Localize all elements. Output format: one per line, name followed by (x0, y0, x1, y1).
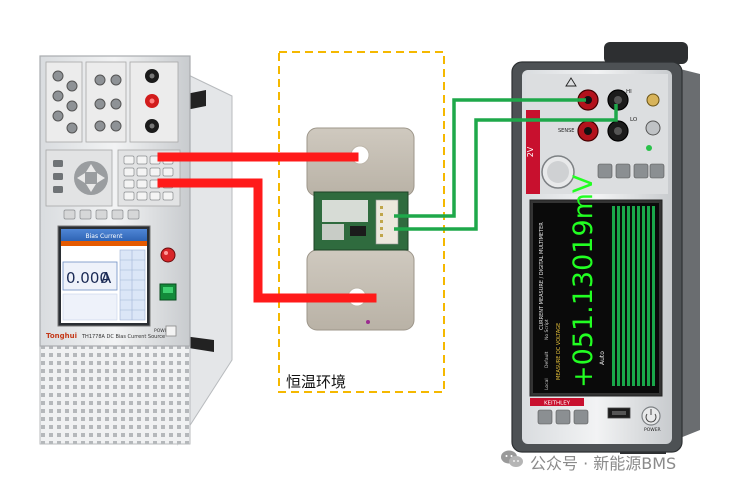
terminal-sense-lo-icon[interactable] (607, 120, 629, 142)
sampling-pcb (313, 191, 409, 251)
terminal-sense-hi-icon[interactable] (577, 120, 599, 142)
navigation-pad-icon[interactable] (53, 160, 108, 195)
range-label: 2V (526, 146, 535, 157)
screen-title: CURRENT MEASURE / DIGITAL MULTIMETER (539, 222, 545, 330)
terminal-hi-label: HI (626, 89, 632, 95)
watermark: 公众号 · 新能源BMS (530, 454, 677, 473)
sense-wires (394, 98, 618, 231)
measure-caption: MEASURE DC VOLTAGE (556, 323, 562, 380)
bnc-connector-icon[interactable] (52, 70, 78, 134)
chamber-label: 恒温环境 (286, 373, 347, 391)
thermostatic-chamber (278, 51, 445, 393)
bar-graph (612, 206, 655, 386)
shunt-resistor (306, 127, 415, 331)
screen-side-default: Default (544, 351, 550, 368)
function-keys[interactable] (597, 163, 665, 179)
dmm-power-label: POWER (644, 427, 661, 433)
dc-current-source: Bias Current 0.000 A Tonghui TH1778A DC … (39, 55, 233, 446)
brand-label: Tonghui (46, 332, 77, 340)
power-label: POWER (154, 328, 171, 334)
display-value: 0.000 (66, 269, 109, 287)
power-button[interactable] (641, 406, 661, 426)
bottom-keys[interactable] (537, 409, 589, 425)
auto-label: Auto (599, 351, 606, 365)
terminal-lo-icon[interactable] (607, 89, 629, 111)
display-header: Bias Current (85, 233, 123, 240)
navigation-knob-icon[interactable] (541, 155, 575, 189)
display-unit: A (101, 269, 112, 287)
bnc-connector-icon[interactable] (94, 74, 122, 132)
terminal-sense-label: SENSE (558, 128, 574, 134)
digital-multimeter: 2V HI LO SENSE (511, 42, 700, 454)
run-button[interactable] (159, 283, 177, 301)
main-reading: +051.13019mV (568, 174, 599, 388)
current-wires (157, 152, 377, 303)
softkey-row[interactable] (63, 209, 140, 220)
warning-icon (565, 77, 577, 87)
keithley-brand: KEITHLEY (544, 401, 571, 407)
terminal-hi-icon[interactable] (577, 89, 599, 111)
display-table (119, 249, 146, 321)
current-terminal-icon[interactable] (645, 93, 661, 136)
power-button[interactable] (165, 325, 177, 337)
terminal-lo-label: LO (630, 117, 638, 123)
usb-port-icon[interactable] (607, 407, 631, 419)
model-label: TH1778A DC Bias Current Source (81, 334, 165, 340)
binding-post-icon[interactable] (145, 69, 159, 133)
screen-side-local: Local (544, 378, 550, 390)
wechat-icon (501, 450, 523, 467)
screen-side-script: No Script (544, 319, 550, 340)
rotary-knob-icon[interactable] (160, 247, 176, 263)
